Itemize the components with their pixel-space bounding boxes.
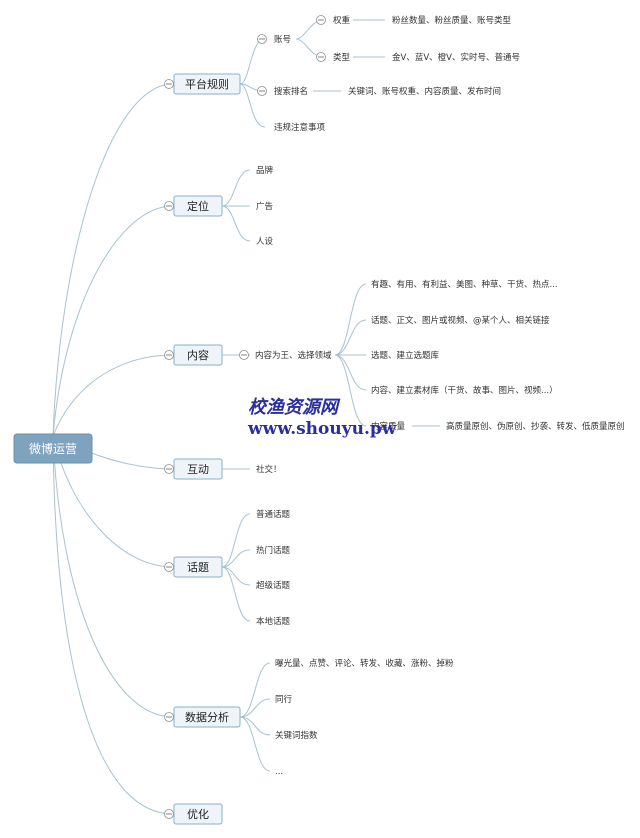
leaf-content-main[interactable]: 内容为王、选择领域 <box>255 350 332 361</box>
collapse-toggle-icon[interactable] <box>316 15 326 25</box>
node-optimize[interactable]: 优化 <box>173 803 223 825</box>
collapse-toggle-icon[interactable] <box>164 712 174 722</box>
leaf-positioning-item[interactable]: 人设 <box>256 236 274 247</box>
positioning-edges <box>221 169 251 242</box>
leaf-positioning-item[interactable]: 品牌 <box>256 165 274 176</box>
collapse-toggle-icon[interactable] <box>257 34 267 44</box>
leaf-content-item[interactable]: 话题、正文、图片或视频、@某个人、相关链接 <box>371 315 550 326</box>
data-analysis-edges <box>239 662 271 772</box>
leaf-interaction-item[interactable]: 社交！ <box>256 464 282 475</box>
svg-text:内容: 内容 <box>187 348 209 362</box>
leaf-type[interactable]: 类型 <box>333 52 351 63</box>
svg-text:定位: 定位 <box>187 199 209 213</box>
leaf-type-detail[interactable]: 金V、蓝V、橙V、实时号、普通号 <box>392 52 520 63</box>
leaf-weight-detail[interactable]: 粉丝数量、粉丝质量、账号类型 <box>392 15 512 26</box>
leaf-topic-item[interactable]: 超级话题 <box>256 580 291 591</box>
collapse-toggle-icon[interactable] <box>164 79 174 89</box>
node-topic[interactable]: 话题 <box>173 556 223 578</box>
leaf-data-item[interactable]: 同行 <box>275 694 293 705</box>
leaf-topic-item[interactable]: 热门话题 <box>256 545 291 556</box>
collapse-toggle-icon[interactable] <box>239 350 249 360</box>
collapse-toggle-icon[interactable] <box>164 464 174 474</box>
svg-text:数据分析: 数据分析 <box>185 710 229 724</box>
node-data-analysis[interactable]: 数据分析 <box>173 706 241 728</box>
collapse-toggle-icon[interactable] <box>164 201 174 211</box>
leaf-violation[interactable]: 违规注意事项 <box>274 122 326 133</box>
node-platform-rules[interactable]: 平台规则 <box>173 73 241 95</box>
leaf-data-item[interactable]: 关键词指数 <box>275 730 318 741</box>
leaf-data-item[interactable]: 曝光量、点赞、评论、转发、收藏、涨粉、掉粉 <box>275 658 454 669</box>
svg-text:平台规则: 平台规则 <box>185 77 229 91</box>
watermark-url: www.shouyu.pw <box>247 419 397 439</box>
leaf-search-rank-detail[interactable]: 关键词、账号权重、内容质量、发布时间 <box>348 86 501 97</box>
topic-edges <box>221 513 251 622</box>
svg-text:话题: 话题 <box>187 561 209 574</box>
collapse-toggle-icon[interactable] <box>164 809 174 819</box>
leaf-content-item[interactable]: 选题、建立选题库 <box>371 350 440 361</box>
leaf-data-item[interactable]: ... <box>275 767 283 777</box>
leaf-content-quality[interactable]: 内容质量 <box>371 421 406 432</box>
leaf-content-quality-detail[interactable]: 高质量原创、伪原创、抄袭、转发、低质量原创 <box>446 421 625 432</box>
leaf-search-rank[interactable]: 搜索排名 <box>274 86 308 97</box>
collapse-toggle-icon[interactable] <box>164 350 174 360</box>
collapse-toggle-icon[interactable] <box>257 86 267 96</box>
content-edges <box>222 283 440 427</box>
leaf-topic-item[interactable]: 本地话题 <box>256 616 291 627</box>
svg-text:互动: 互动 <box>187 463 209 476</box>
svg-text:优化: 优化 <box>187 807 209 821</box>
platform-edges <box>239 19 385 128</box>
node-content[interactable]: 内容 <box>173 344 223 366</box>
leaf-topic-item[interactable]: 普通话题 <box>256 509 291 520</box>
leaf-account[interactable]: 账号 <box>274 35 291 45</box>
node-interaction[interactable]: 互动 <box>173 458 223 480</box>
watermark-title: 校渔资源网 <box>248 397 341 418</box>
leaf-positioning-item[interactable]: 广告 <box>256 201 273 212</box>
node-positioning[interactable]: 定位 <box>173 195 223 217</box>
root-node[interactable]: 微博运营 <box>13 433 93 464</box>
collapse-toggle-icon[interactable] <box>316 52 326 62</box>
leaf-weight[interactable]: 权重 <box>333 15 351 26</box>
leaf-content-item[interactable]: 内容、建立素材库（干货、故事、图片、视频...） <box>371 385 558 396</box>
collapse-toggle-icon[interactable] <box>164 562 174 572</box>
leaf-content-item[interactable]: 有趣、有用、有利益、美图、种草、干货、热点... <box>371 279 558 290</box>
root-label: 微博运营 <box>29 441 77 456</box>
